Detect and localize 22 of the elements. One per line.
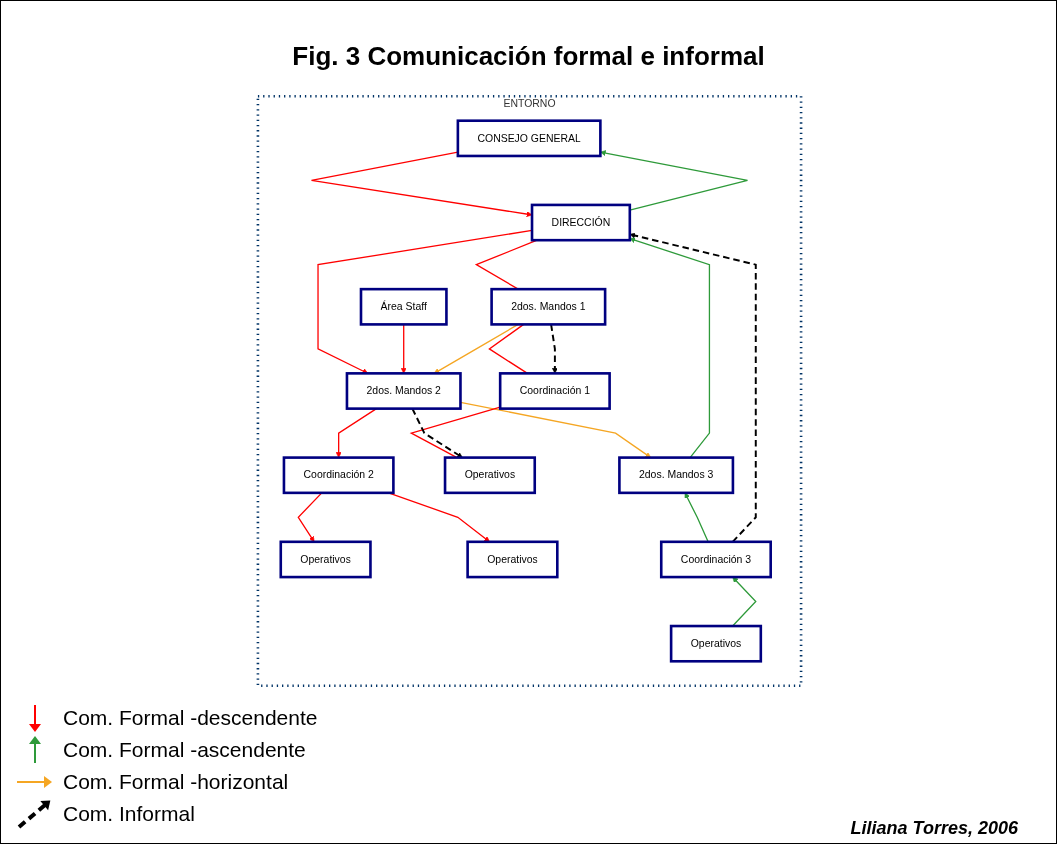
node-box: Área Staff bbox=[359, 287, 448, 326]
node-box: Coordinación 1 bbox=[498, 372, 611, 410]
arrow bbox=[600, 150, 749, 211]
legend-label: Com. Formal -horizontal bbox=[63, 770, 289, 794]
node-box: Coordinación 2 bbox=[282, 456, 395, 495]
legend-label: Com. Formal -ascendente bbox=[63, 738, 306, 762]
diagram-title: Fig. 3 Comunicación formal e informal bbox=[291, 41, 766, 72]
legend-label: Com. Formal -descendente bbox=[63, 706, 318, 730]
node-box: 2dos. Mandos 1 bbox=[490, 287, 607, 326]
node-box: Operativos bbox=[443, 456, 537, 495]
node-box: Operativos bbox=[669, 624, 763, 663]
legend-label: Com. Informal bbox=[63, 802, 195, 826]
arrow bbox=[317, 229, 533, 374]
node-box: Operativos bbox=[279, 540, 372, 579]
node-box: Operativos bbox=[466, 540, 559, 579]
arrow bbox=[310, 151, 533, 217]
node-box: 2dos. Mandos 2 bbox=[345, 372, 462, 410]
author-credit: Liliana Torres, 2006 bbox=[850, 818, 1018, 839]
node-box: 2dos. Mandos 3 bbox=[618, 456, 735, 495]
node-box: CONSEJO GENERAL bbox=[456, 119, 602, 158]
node-box: Coordinación 3 bbox=[659, 540, 772, 579]
node-box: DIRECCIÓN bbox=[530, 203, 632, 242]
